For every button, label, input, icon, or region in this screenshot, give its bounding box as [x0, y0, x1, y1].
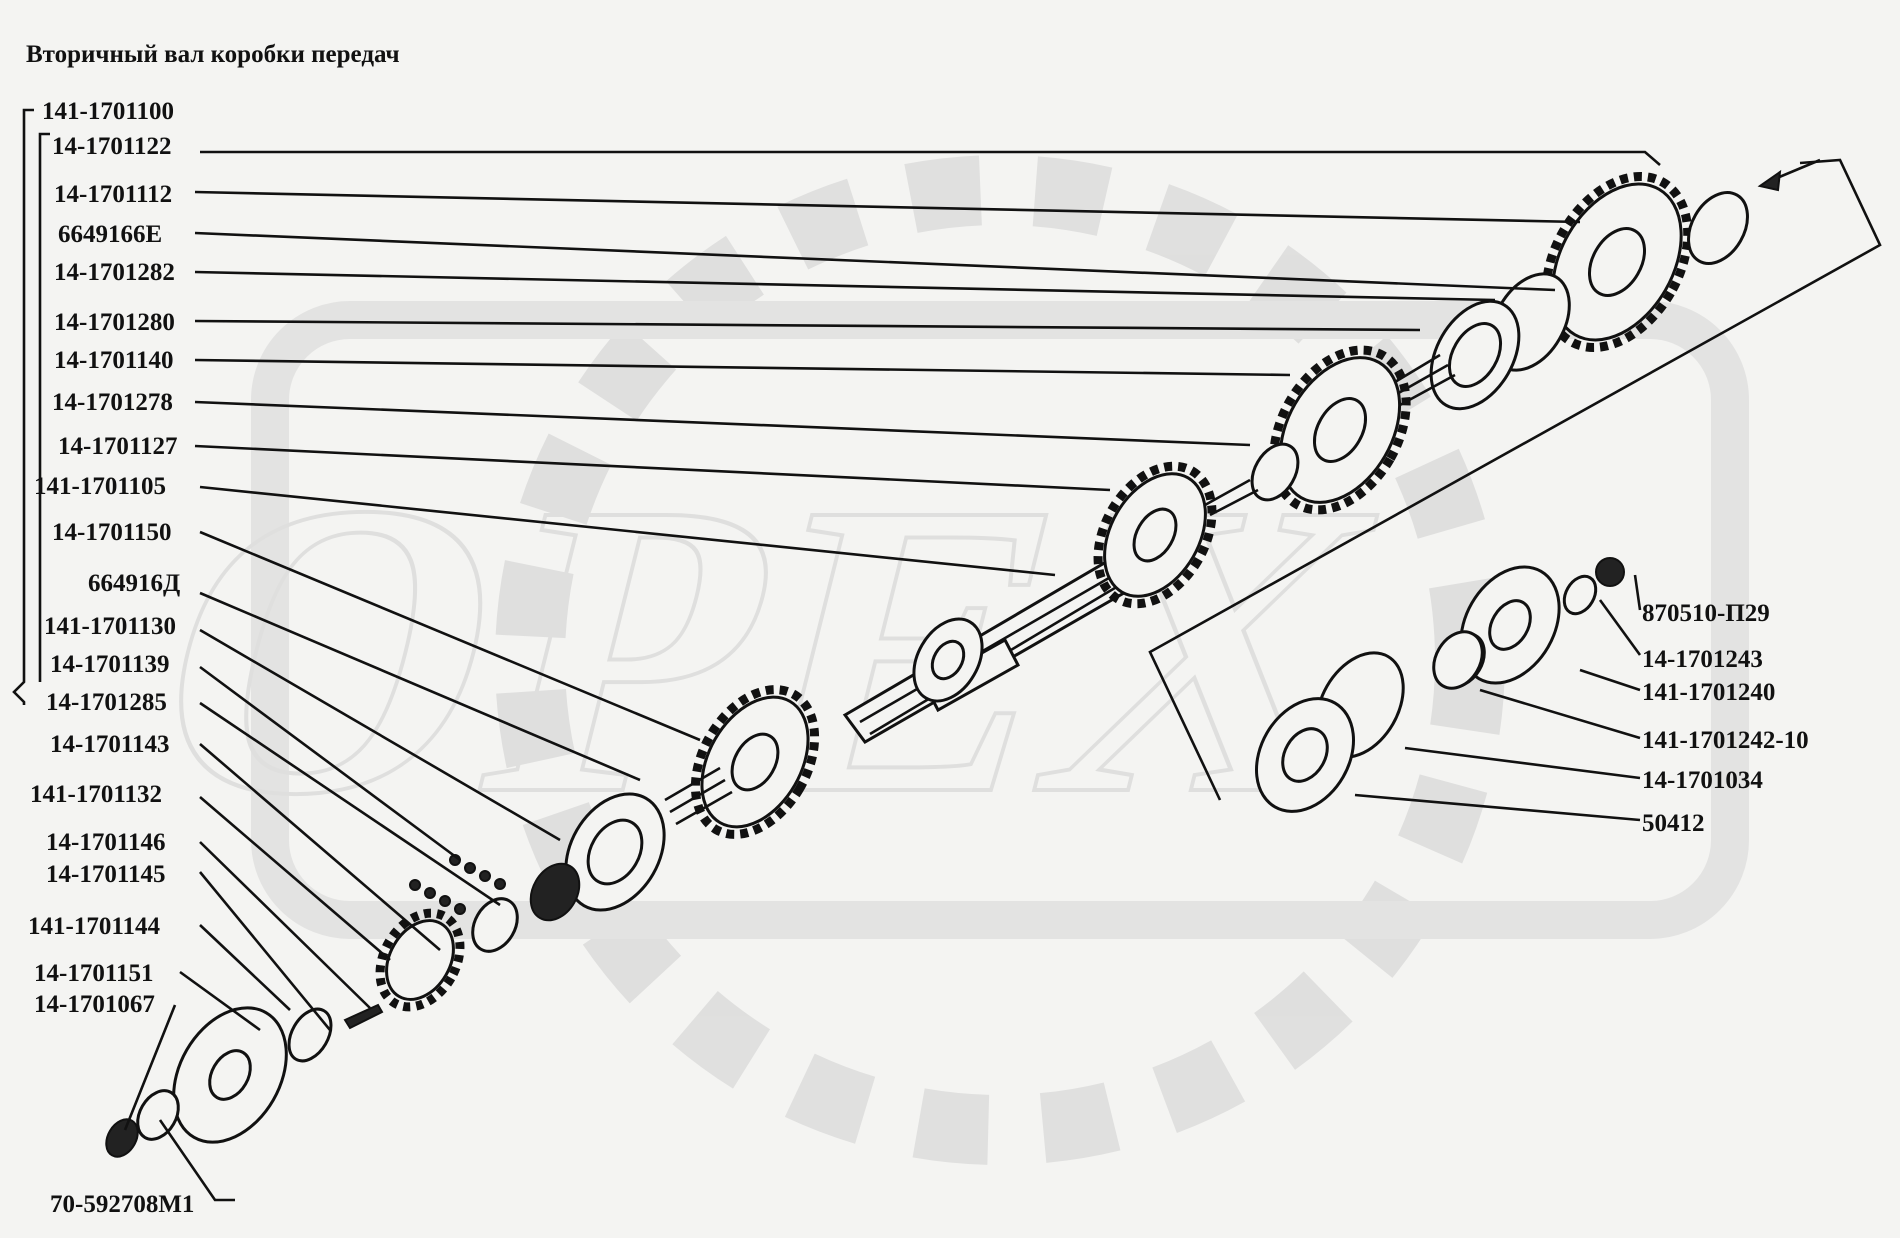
- part-label: 14-1701278: [52, 389, 173, 416]
- watermark-frame: [251, 301, 1749, 939]
- group-label: 141-1701100: [42, 98, 174, 125]
- part-label: 70-592708М1: [50, 1191, 194, 1218]
- right-subassembly: [1148, 158, 1882, 813]
- part-label: 141-1701105: [34, 473, 166, 500]
- left-labels: 14-1701122 14-1701112 6649166Е 14-170128…: [28, 133, 194, 1218]
- part-label: 14-1701034: [1642, 767, 1763, 794]
- right-labels: 870510-П29 14-1701243 141-1701240 141-17…: [1642, 600, 1809, 837]
- part-label: 50412: [1642, 810, 1705, 837]
- part-label: 14-1701140: [54, 347, 173, 374]
- part-label: 14-1701280: [54, 309, 175, 336]
- part-label: 14-1701122: [52, 133, 171, 160]
- part-label: 141-1701132: [30, 781, 162, 808]
- part-label: 14-1701285: [46, 689, 167, 716]
- needle-bearing: [664, 766, 733, 826]
- seal: [1432, 630, 1484, 690]
- gear-middle: [1250, 345, 1411, 515]
- part-label: 141-1701242-10: [1642, 727, 1809, 754]
- needle-bearing: [1204, 478, 1259, 517]
- gear-front: [664, 685, 820, 839]
- part-label: 14-1701243: [1642, 646, 1763, 673]
- gear-top: [1541, 172, 1749, 352]
- rear-flange: [105, 1006, 288, 1158]
- part-label: 14-1701150: [52, 519, 171, 546]
- part-label: 14-1701151: [34, 960, 153, 987]
- leader-lines: [123, 150, 1661, 1202]
- bearing-front: [529, 792, 666, 922]
- gear-lower: [1093, 461, 1259, 609]
- lock-washer: [287, 1007, 333, 1063]
- part-label: 141-1701130: [44, 613, 176, 640]
- shaft-assembly: [105, 172, 1749, 1158]
- part-label: 14-1701282: [54, 259, 175, 286]
- synchro-upper: [1389, 272, 1571, 411]
- part-label: 14-1701143: [50, 731, 169, 758]
- part-label: 14-1701139: [50, 651, 169, 678]
- part-label: 870510-П29: [1642, 600, 1770, 627]
- part-label: 14-1701146: [46, 829, 165, 856]
- shaft-spline-line: [859, 558, 1141, 724]
- balls: [409, 854, 506, 915]
- rear-bearing: [1255, 651, 1405, 813]
- subassembly-frame: [1148, 158, 1882, 801]
- snap-ring: [471, 897, 519, 953]
- part-label: 141-1701240: [1642, 679, 1775, 706]
- group-bracket: 141-1701100: [12, 98, 174, 705]
- part-label: 14-1701112: [54, 181, 172, 208]
- arrow-head: [1757, 169, 1782, 192]
- part-label: 14-1701145: [46, 861, 165, 888]
- part-label: 664916Д: [88, 570, 180, 597]
- part-label: 14-1701067: [34, 991, 155, 1018]
- right-leader-lines: [1354, 574, 1642, 822]
- part-label: 141-1701144: [28, 913, 160, 940]
- shaft-collar: [912, 617, 984, 703]
- pin: [343, 1003, 384, 1030]
- diagram-title: Вторичный вал коробки передач: [26, 41, 400, 68]
- synchro-hub: [375, 908, 465, 1012]
- part-label: 6649166Е: [58, 221, 162, 248]
- part-label: 14-1701127: [58, 433, 177, 460]
